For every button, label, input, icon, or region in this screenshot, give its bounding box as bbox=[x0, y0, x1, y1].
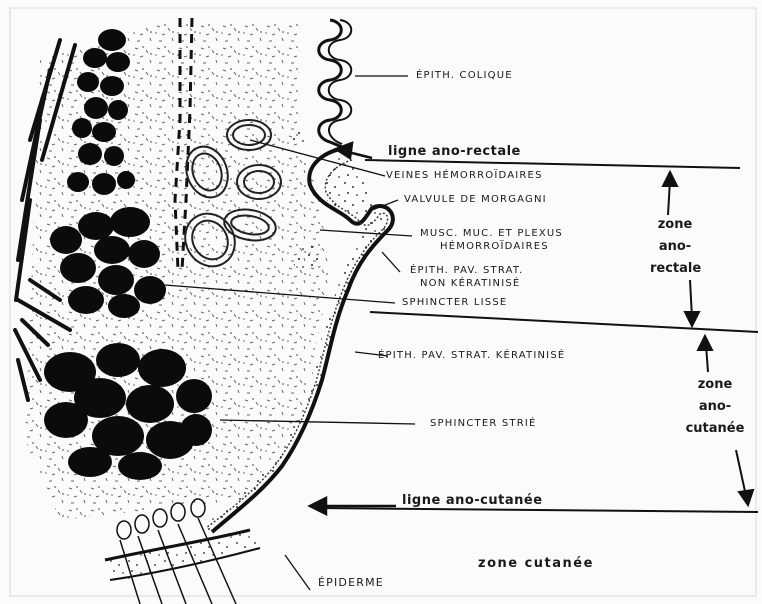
label-zone-cutanee: zone cutanée bbox=[478, 556, 594, 571]
zone-ano-cutanee-line2: ano- bbox=[684, 396, 746, 418]
label-musc-muc-line1: MUSC. MUC. ET PLEXUS bbox=[420, 228, 563, 239]
label-veines-hemorroidaires: VEINES HÉMORROÏDAIRES bbox=[386, 170, 543, 181]
label-sphincter-lisse: SPHINCTER LISSE bbox=[402, 297, 507, 308]
label-epith-non-ker-line2: NON KÉRATINISÉ bbox=[420, 278, 520, 289]
zone-ano-cutanee-line1: zone bbox=[684, 374, 746, 396]
label-epiderme: ÉPIDERME bbox=[318, 576, 384, 589]
zone-ano-rectale-line3: rectale bbox=[650, 258, 700, 280]
label-epith-keratinise: ÉPITH. PAV. STRAT. KÉRATINISÉ bbox=[378, 350, 565, 361]
zone-ano-rectale-label: zone ano- rectale bbox=[650, 214, 700, 280]
zone-ano-rectale-line1: zone bbox=[650, 214, 700, 236]
label-epith-non-ker-line1: ÉPITH. PAV. STRAT. bbox=[410, 265, 523, 276]
zone-ano-cutanee-label: zone ano- cutanée bbox=[684, 374, 746, 440]
label-ligne-ano-rectale: ligne ano-rectale bbox=[388, 144, 521, 159]
label-valvule-morgagni: VALVULE DE MORGAGNI bbox=[404, 194, 547, 205]
label-ligne-ano-cutanee: ligne ano-cutanée bbox=[402, 493, 543, 508]
label-musc-muc-line2: HÉMORROÏDAIRES bbox=[440, 241, 549, 252]
zone-ano-cutanee-line3: cutanée bbox=[684, 418, 746, 440]
label-epith-colique: ÉPITH. COLIQUE bbox=[416, 70, 513, 81]
zone-ano-rectale-line2: ano- bbox=[650, 236, 700, 258]
arrow-ligne-ano-cutanee bbox=[310, 498, 396, 514]
plexus-dots bbox=[292, 244, 324, 272]
label-sphincter-strie: SPHINCTER STRIÉ bbox=[430, 418, 537, 429]
